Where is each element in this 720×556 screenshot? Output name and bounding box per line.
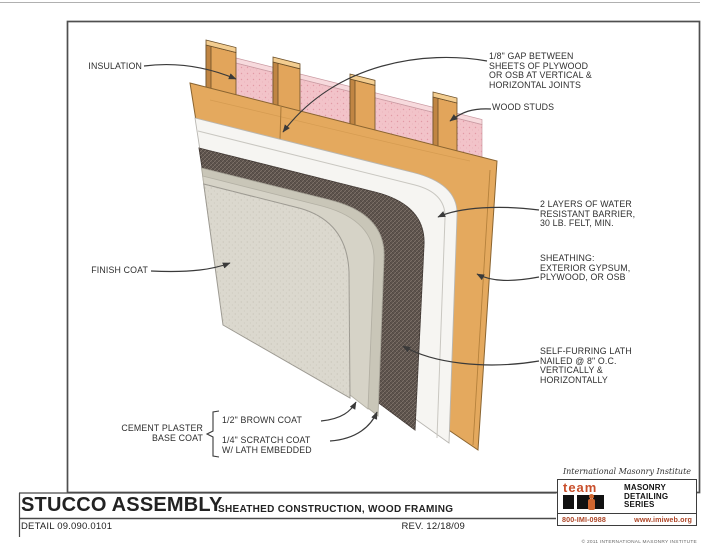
leader-insulation bbox=[143, 63, 237, 80]
callout-brown-coat: 1/2" BROWN COAT bbox=[222, 415, 302, 425]
leader-wood-studs bbox=[449, 108, 492, 122]
finish-coat-layer bbox=[203, 183, 351, 399]
leader-barrier bbox=[437, 206, 540, 218]
leader-lines bbox=[143, 56, 540, 458]
imi-phone: 800-IMI-0988 bbox=[562, 515, 606, 524]
title-block-lines bbox=[18, 492, 556, 537]
series-title: MASONRY DETAILING SERIES bbox=[624, 482, 669, 510]
revision-date: REV. 12/18/09 bbox=[401, 521, 465, 532]
plywood-joint-line bbox=[279, 106, 282, 141]
leader-gap bbox=[282, 56, 488, 133]
leader-finish-coat bbox=[150, 262, 231, 273]
imi-logo-mark: team bbox=[563, 480, 619, 512]
institute-name: International Masonry Institute bbox=[562, 467, 692, 476]
imi-website: www.imiweb.org bbox=[634, 515, 692, 524]
callout-finish-coat: FINISH COAT bbox=[91, 265, 148, 275]
mason-figure-icon bbox=[587, 494, 595, 511]
imi-logo-box: team MASONRY DETAILING SERIES 800-IMI-09… bbox=[557, 479, 697, 526]
base-coat-bracket bbox=[205, 410, 220, 458]
callout-wood-studs: WOOD STUDS bbox=[492, 102, 555, 112]
copyright-line: © 2011 INTERNATIONAL MASONRY INSTITUTE bbox=[581, 540, 697, 545]
callout-barrier: 2 LAYERS OF WATER RESISTANT BARRIER, 30 … bbox=[540, 199, 636, 228]
detail-number: DETAIL 09.090.0101 bbox=[21, 521, 113, 532]
leader-sheathing bbox=[476, 273, 540, 282]
callout-base-coat: CEMENT PLASTER BASE COAT bbox=[121, 423, 203, 443]
callout-lath: SELF-FURRING LATH NAILED @ 8" O.C. VERTI… bbox=[540, 346, 632, 385]
imi-bars-icon bbox=[563, 495, 619, 509]
callout-scratch-coat: 1/4" SCRATCH COAT W/ LATH EMBEDDED bbox=[222, 435, 312, 455]
callout-gap: 1/8" GAP BETWEEN SHEETS OF PLYWOOD OR OS… bbox=[489, 51, 592, 90]
felt-seam-line bbox=[197, 130, 446, 439]
sheet-subtitle: SHEATHED CONSTRUCTION, WOOD FRAMING bbox=[218, 504, 454, 515]
callout-insulation: INSULATION bbox=[88, 61, 142, 71]
imi-contact-row: 800-IMI-0988 www.imiweb.org bbox=[558, 513, 696, 525]
callout-sheathing: SHEATHING: EXTERIOR GYPSUM, PLYWOOD, OR … bbox=[540, 253, 631, 282]
leader-scratch-coat bbox=[329, 411, 378, 442]
sheet-title: STUCCO ASSEMBLY bbox=[21, 494, 223, 516]
leader-brown-coat bbox=[320, 401, 357, 422]
leader-lath bbox=[402, 345, 540, 366]
team-wordmark: team bbox=[563, 480, 598, 495]
